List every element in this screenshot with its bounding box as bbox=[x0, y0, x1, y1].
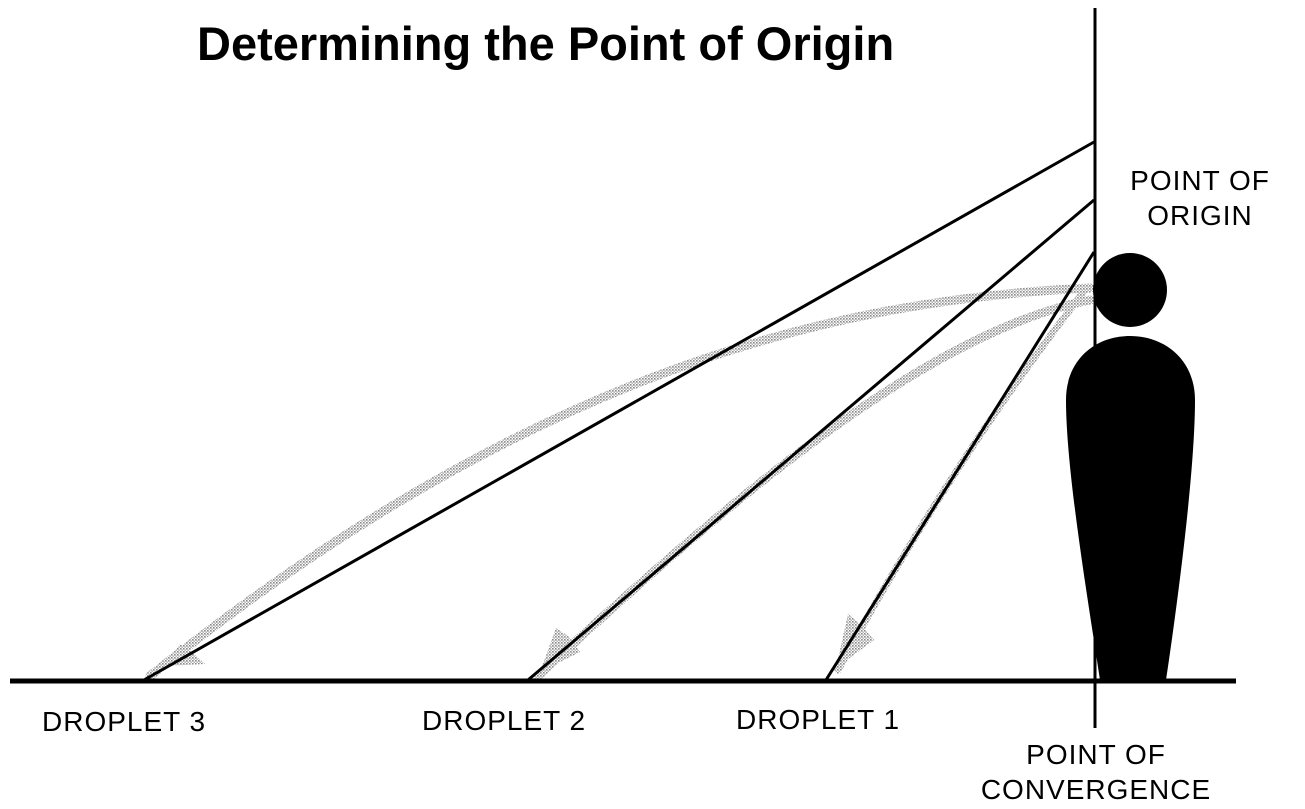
flight-path-droplet-3 bbox=[145, 283, 1095, 681]
person-body bbox=[1066, 336, 1195, 680]
flight-path-droplet-2 bbox=[533, 295, 1095, 681]
trajectory-lines bbox=[143, 140, 1096, 682]
impact-arrowheads bbox=[165, 614, 874, 672]
droplet-3-label: DROPLET 3 bbox=[42, 706, 206, 737]
trajectory-line-droplet-3 bbox=[143, 140, 1095, 682]
arrowhead-droplet-1 bbox=[836, 614, 874, 668]
arrowhead-droplet-3 bbox=[165, 644, 205, 666]
trajectory-line-droplet-1 bbox=[824, 251, 1096, 681]
point-of-convergence-label: POINT OF CONVERGENCE bbox=[981, 739, 1211, 805]
point-of-origin-label: POINT OF ORIGIN bbox=[1130, 165, 1270, 231]
droplet-2-label: DROPLET 2 bbox=[422, 705, 586, 736]
droplet-1-label: DROPLET 1 bbox=[736, 704, 900, 735]
trajectory-line-droplet-2 bbox=[527, 198, 1095, 682]
diagram-title: Determining the Point of Origin bbox=[197, 17, 894, 70]
point-of-convergence-label-line2: CONVERGENCE bbox=[981, 774, 1211, 805]
point-of-convergence-label-line1: POINT OF bbox=[1026, 739, 1166, 770]
person-silhouette-icon bbox=[1066, 253, 1195, 680]
point-of-origin-label-line2: ORIGIN bbox=[1147, 200, 1253, 231]
person-head bbox=[1093, 253, 1167, 327]
point-of-origin-label-line1: POINT OF bbox=[1130, 165, 1270, 196]
